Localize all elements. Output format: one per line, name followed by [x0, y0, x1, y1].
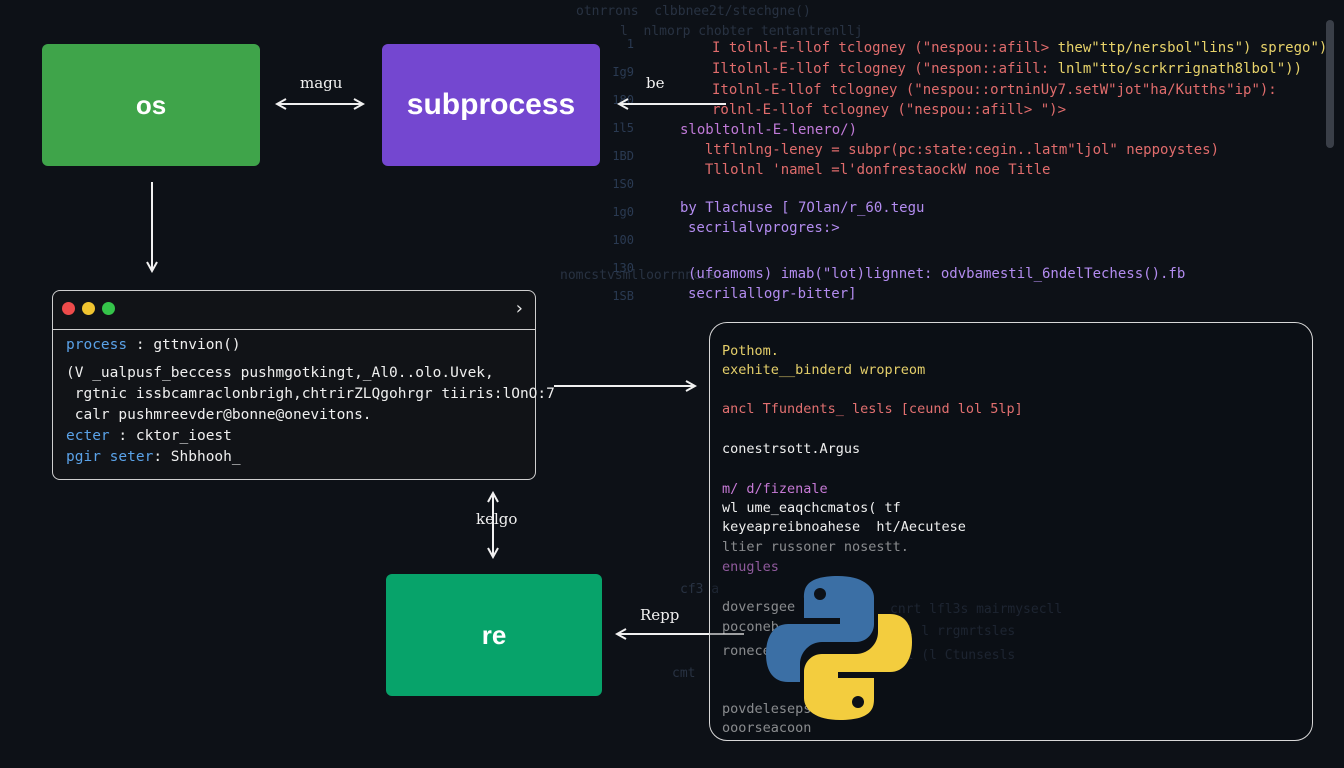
label-terminal-re: kelgo — [476, 510, 518, 528]
background-code: otnrrons clbbnee2t/stechgne() l nlmorp c… — [560, 4, 1063, 681]
python-logo-icon — [766, 576, 912, 720]
code-line-8: by Tlachuse [ 7Olan/r_60.tegu — [680, 200, 925, 216]
subprocess-module-box[interactable]: subprocess — [382, 44, 600, 166]
code-line-5: slobltolnl-E-lenero/) — [680, 122, 858, 138]
code-block-top: I tolnl-E-llof tclogney ("nespou::afill>… — [680, 38, 1327, 302]
code-line-6: ltflnlng-leney = subpr(pc:state:cegin..l… — [688, 142, 1220, 158]
chevron-right-icon[interactable]: › — [515, 298, 523, 319]
terminal-line-6: pgir seter: Shbhooh_ — [66, 449, 241, 465]
panel-line-5: m/ d/fizenale — [722, 481, 828, 497]
code-line-7: Tllolnl 'namel =l'donfrestaockW noe Titl… — [688, 162, 1051, 178]
os-label: os — [135, 89, 167, 120]
terminal-window: › process : gttnvion() (V _ualpusf_becce… — [52, 290, 555, 480]
close-dot-icon[interactable] — [62, 302, 75, 315]
panel-line-4: conestrsott.Argus — [722, 441, 861, 457]
panel-line-12: ronecer — [722, 643, 779, 659]
subprocess-label: subprocess — [406, 88, 576, 121]
panel-line-11: poconeb — [722, 619, 779, 635]
code-line-2: Iltolnl-E-llof tclogney ("nespon::afill:… — [712, 61, 1303, 77]
terminal-title-bar: › — [53, 291, 535, 330]
panel-line-10: doversgee — [722, 599, 796, 615]
re-label: re — [481, 619, 507, 650]
code-line-1: I tolnl-E-llof tclogney ("nespou::afill>… — [712, 40, 1328, 56]
code-line-3: Itolnl-E-llof tclogney ("nespou::ortninU… — [712, 82, 1277, 98]
terminal-line-5: ecter : cktor_ioest — [66, 428, 232, 444]
label-panel-re: Repp — [640, 606, 680, 624]
terminal-line-4: calr pushmreevder@bonne@onevitons. — [66, 407, 372, 423]
label-os-subprocess: magu — [300, 74, 343, 92]
panel-line-14: ooorseacoon — [722, 720, 812, 736]
terminal-line-3: rgtnic issbcamraclonbrigh,chtrirZLQgohrg… — [66, 386, 555, 402]
code-line-11: secrilallogr-bitter] — [688, 286, 857, 302]
panel-line-7: keyeapreibnoahese ht/Aecutese — [722, 519, 966, 535]
panel-line-2: exehite__binderd wropreom — [722, 362, 926, 378]
panel-line-6: wl ume_eaqchcmatos( tf — [722, 500, 901, 516]
re-module-box[interactable]: re — [386, 574, 602, 696]
minimize-dot-icon[interactable] — [82, 302, 95, 315]
code-line-10: (ufoamoms) imab("lot)lignnet: odvbamesti… — [688, 266, 1186, 282]
code-line-9: secrilalvprogres:> — [688, 220, 840, 236]
panel-line-3: ancl Tfundents_ lesls [ceund lol 5lp] — [722, 401, 1023, 417]
label-code-subprocess: be — [646, 74, 665, 92]
panel-line-8: ltier russoner nosestt. — [722, 539, 909, 555]
os-module-box[interactable]: os — [42, 44, 260, 166]
scrollbar[interactable] — [1326, 20, 1334, 148]
panel-line-1: Pothom. — [722, 343, 779, 359]
terminal-line-2: (V _ualpusf_beccess pushmgotkingt,_Al0..… — [66, 365, 494, 381]
panel-line-9: enugles — [722, 559, 779, 575]
maximize-dot-icon[interactable] — [102, 302, 115, 315]
terminal-line-1: process : gttnvion() — [66, 337, 241, 353]
code-line-4: rolnl-E-llof tclogney ("nespou::afill> "… — [712, 102, 1067, 118]
panel-line-13: povdeleseps — [722, 701, 812, 717]
